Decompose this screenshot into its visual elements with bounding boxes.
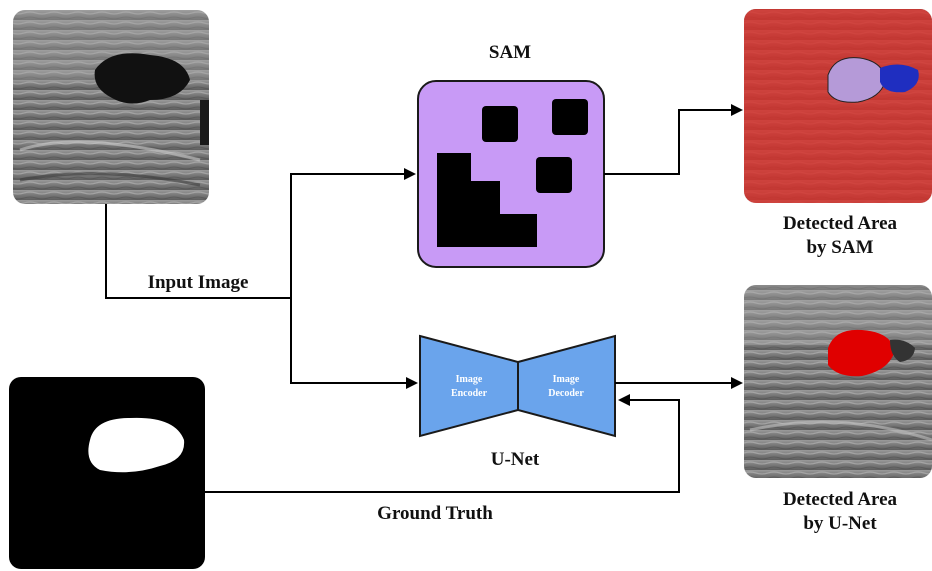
input-image-label: Input Image	[147, 272, 249, 293]
sam-icon-square-1	[482, 106, 518, 142]
image-decoder-label-1: Image	[553, 374, 580, 385]
sam-icon-square-2	[552, 99, 588, 135]
ground-truth-mask	[9, 377, 205, 569]
image-decoder-shape	[517, 334, 616, 438]
ground-truth-label: Ground Truth	[377, 503, 493, 524]
sam-icon-staircase	[437, 153, 537, 247]
detected-area-sam-caption: Detected Area by SAM	[760, 212, 920, 260]
arrow-to-unet	[290, 298, 418, 389]
unet-title: U-Net	[490, 449, 540, 470]
detected-area-unet-caption: Detected Area by U-Net	[760, 488, 920, 536]
unet-detected-image	[744, 285, 932, 478]
unet-block: Image Encoder Image Decoder	[419, 334, 616, 438]
image-encoder-label-2: Encoder	[451, 388, 488, 399]
connectors	[105, 104, 743, 493]
input-image-thumbnail	[13, 10, 209, 204]
image-decoder-label-2: Decoder	[548, 388, 584, 399]
image-encoder-label-1: Image	[456, 374, 483, 385]
sam-detected-image	[744, 9, 932, 203]
sam-title: SAM	[488, 42, 532, 63]
detected-area-unet-line2: by U-Net	[803, 513, 877, 534]
sam-icon-square-3	[536, 157, 572, 193]
detected-area-sam-line2: by SAM	[806, 237, 874, 258]
sam-block	[417, 80, 605, 268]
arrow-ground-truth	[205, 394, 680, 493]
image-encoder-shape	[419, 334, 519, 438]
arrow-to-sam	[290, 168, 416, 298]
detected-area-sam-line1: Detected Area	[782, 213, 898, 234]
input-line	[105, 204, 291, 299]
arrow-sam-output	[604, 104, 743, 175]
detected-area-unet-line1: Detected Area	[782, 489, 898, 510]
